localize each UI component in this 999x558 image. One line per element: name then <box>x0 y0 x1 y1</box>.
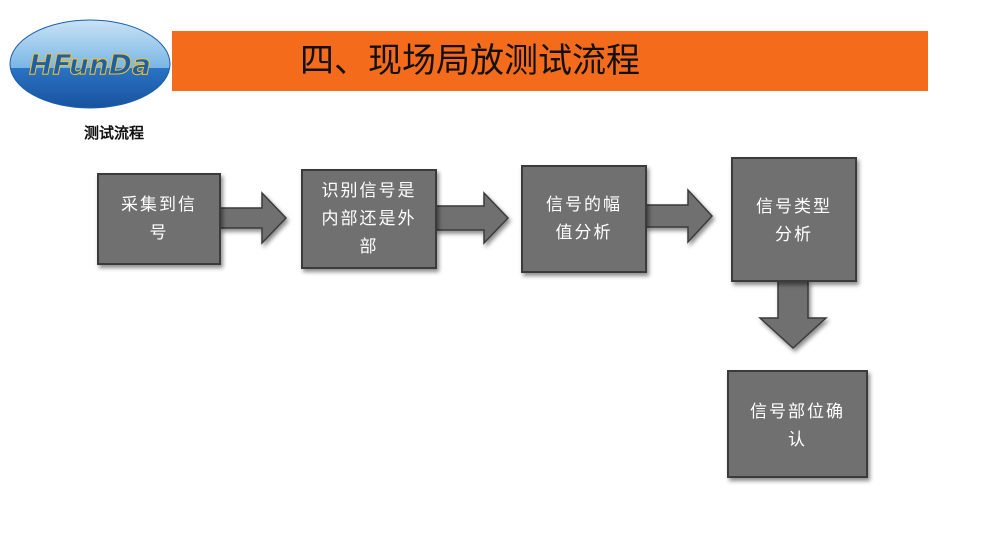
step-signal-type-analysis: 信号类型分析 <box>731 157 857 282</box>
arrow-right-1 <box>219 191 288 245</box>
step-label: 信号类型分析 <box>756 197 832 245</box>
arrow-down-1 <box>758 280 828 350</box>
step-signal-location-confirm: 信号部位确认 <box>727 370 868 478</box>
step-amplitude-analysis: 信号的幅值分析 <box>521 165 647 273</box>
logo-text: HFunDa <box>29 48 151 81</box>
step-label: 采集到信号 <box>121 195 197 243</box>
step-collect-signal: 采集到信号 <box>97 173 221 265</box>
step-label: 信号部位确认 <box>750 402 845 450</box>
page-title: 四、现场局放测试流程 <box>300 41 640 81</box>
section-subtitle: 测试流程 <box>84 124 145 142</box>
title-bar: 四、现场局放测试流程 <box>172 31 928 91</box>
step-identify-internal-external: 识别信号是内部还是外部 <box>301 169 437 269</box>
step-label: 识别信号是内部还是外部 <box>321 181 417 257</box>
step-label: 信号的幅值分析 <box>546 195 622 243</box>
arrow-right-2 <box>435 191 510 245</box>
arrow-right-3 <box>645 188 714 244</box>
hfunda-logo: HFunDa <box>9 19 171 109</box>
